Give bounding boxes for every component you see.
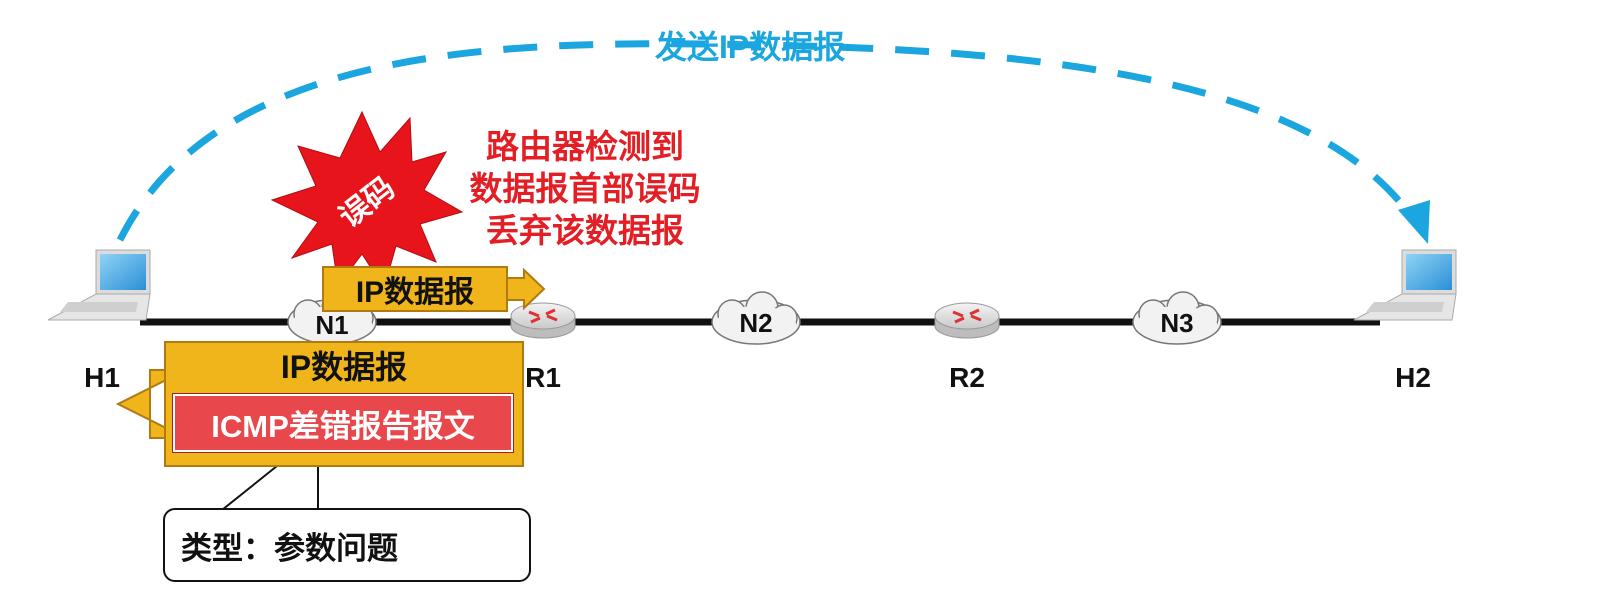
router-label-r1: R1 (525, 362, 561, 393)
router-icon (510, 302, 576, 339)
router-label-r2: R2 (949, 362, 985, 393)
icmp-outer-packet-label: IP数据报 (280, 349, 408, 385)
packet-forward: IP数据报 (322, 266, 508, 312)
cloud-icon (711, 291, 801, 345)
send-arc (116, 40, 1423, 242)
laptop-icon (47, 249, 151, 321)
host-label-h1: H1 (84, 362, 120, 393)
router-icon (934, 302, 1000, 339)
network-label-n2: N2 (739, 308, 773, 338)
network-label-n3: N3 (1160, 308, 1194, 338)
send-arc-arrowhead (1398, 200, 1430, 244)
error-note-line: 丢弃该数据报 (486, 212, 684, 249)
error-note: 路由器检测到 数据报首部误码 丢弃该数据报 (460, 126, 710, 252)
cloud-icon (1132, 291, 1222, 345)
packet-forward-arrow (505, 267, 546, 311)
host-label-h2: H2 (1395, 362, 1431, 393)
network-label-n1: N1 (315, 310, 349, 340)
laptop-icon (1353, 249, 1457, 321)
icmp-error-message: ICMP差错报告报文 (173, 394, 513, 452)
send-arc-label: 发送IP数据报 (655, 29, 846, 65)
type-callout: 类型：参数问题 (163, 508, 531, 582)
error-note-line: 路由器检测到 (486, 128, 684, 165)
error-note-line: 数据报首部误码 (469, 170, 701, 207)
